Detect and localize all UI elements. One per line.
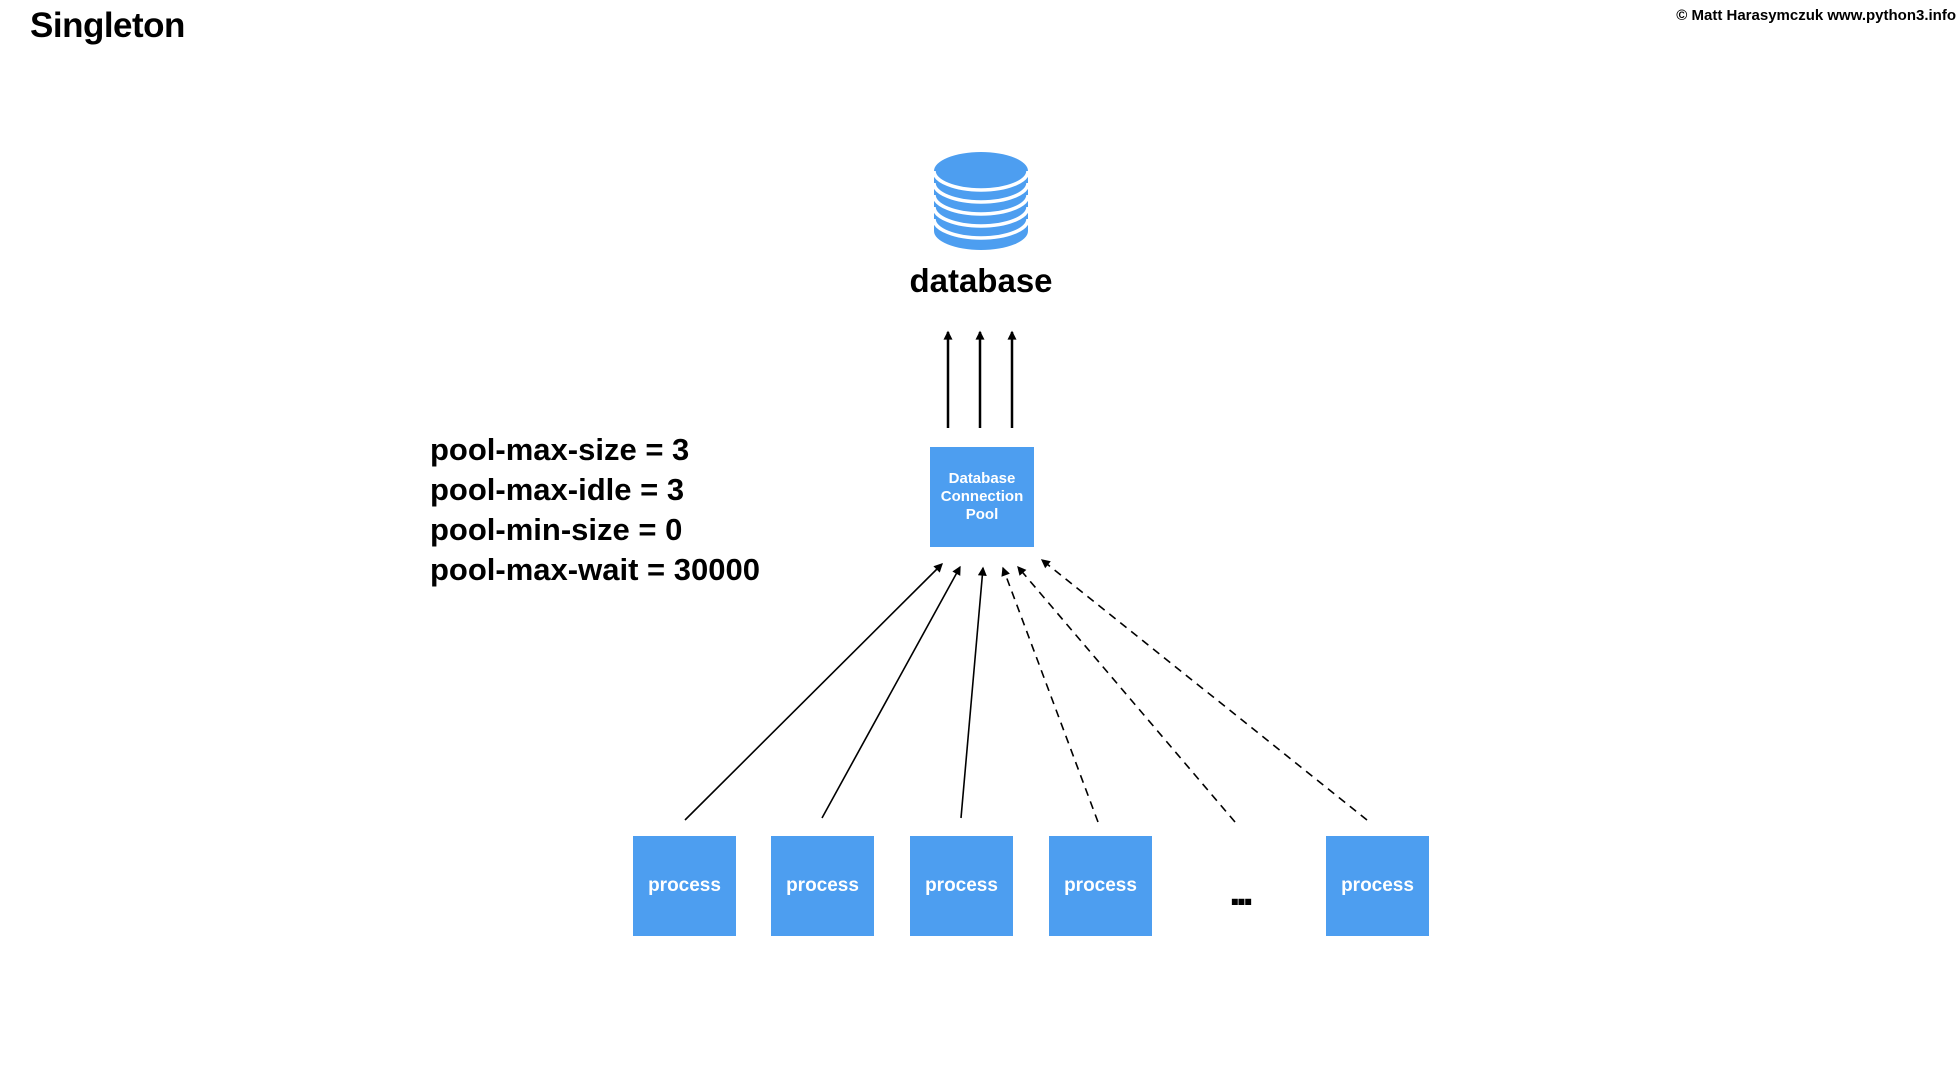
ellipsis: ...	[1228, 867, 1254, 914]
edge-process4-pool	[1001, 566, 1099, 823]
edge-process5-pool	[1040, 559, 1368, 821]
config-line-pool-max-size: pool-max-size = 3	[430, 432, 690, 467]
slide-title: Singleton	[30, 6, 185, 45]
database-cylinder-icon	[931, 151, 1031, 251]
config-line-pool-min-size: pool-min-size = 0	[430, 512, 683, 547]
pool-box: Database Connection Pool	[930, 447, 1034, 547]
config-line-pool-max-wait: pool-max-wait = 30000	[430, 552, 760, 587]
process-box-2: process	[771, 836, 874, 936]
database-cylinder-svg	[934, 152, 1028, 250]
process-box-4: process	[1049, 836, 1152, 936]
process-label: process	[925, 875, 998, 896]
database-label: database	[909, 262, 1053, 299]
edge-process1-pool	[684, 563, 943, 821]
process-box-1: process	[633, 836, 736, 936]
edge-process2-pool	[821, 565, 961, 819]
edge-ellipsis-pool	[1017, 565, 1236, 823]
edge-process3-pool	[960, 566, 987, 819]
process-box-3: process	[910, 836, 1013, 936]
process-label: process	[1064, 875, 1137, 896]
config-line-pool-max-idle: pool-max-idle = 3	[430, 472, 685, 507]
process-label: process	[648, 875, 721, 896]
pool-config: pool-max-size = 3 pool-max-idle = 3 pool…	[430, 430, 760, 590]
copyright-text: © Matt Harasymczuk www.python3.info	[1676, 7, 1956, 24]
process-label: process	[1341, 875, 1414, 896]
process-label: process	[786, 875, 859, 896]
process-box-5: process	[1326, 836, 1429, 936]
pool-box-label: Database Connection Pool	[940, 470, 1024, 523]
